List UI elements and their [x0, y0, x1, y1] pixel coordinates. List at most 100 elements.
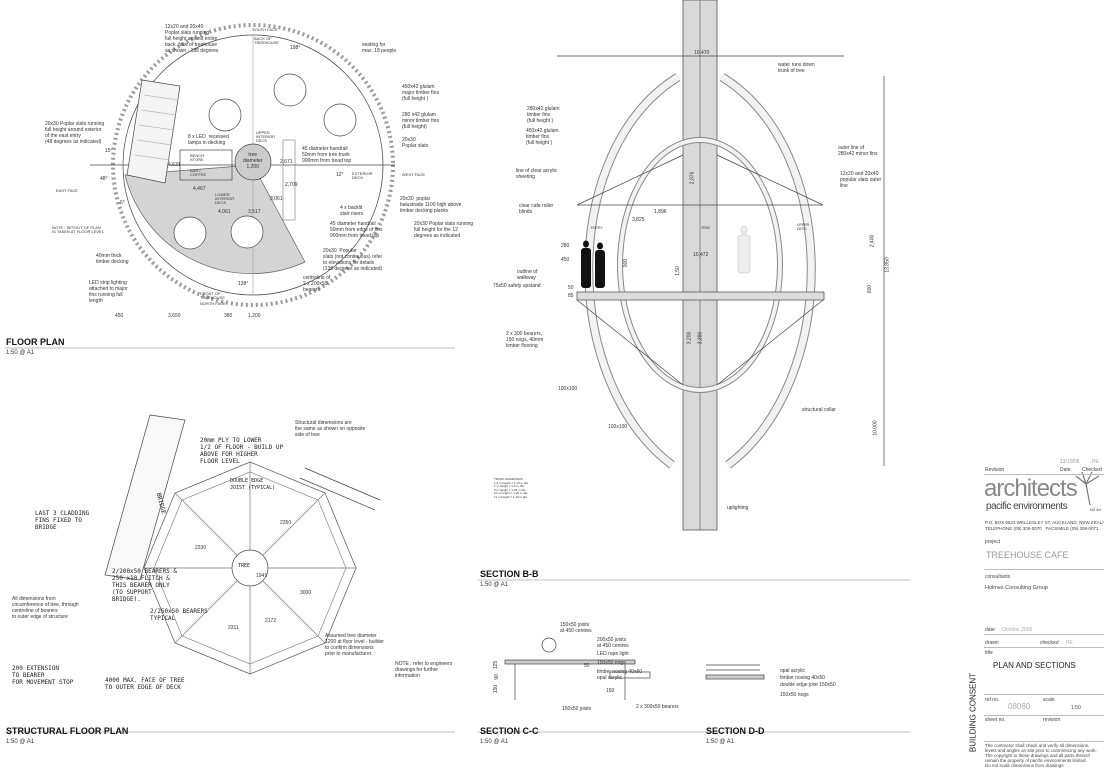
tree-label: TREE — [238, 563, 251, 569]
tag: LOWER INTERIOR DECK — [215, 192, 235, 205]
dimension: 2,671 — [280, 159, 293, 165]
note: 200x50 joists at 450 centres — [597, 637, 629, 649]
dimension: 1941 — [256, 573, 268, 579]
note: opal acrylic — [780, 668, 806, 674]
dimension: 50 — [568, 285, 574, 291]
structural-plan-drawing — [104, 414, 381, 675]
tag: EAST FACE — [56, 188, 78, 193]
tag: NOTE : SETOUT OF PLAN IS TAKEN AT FLOOR … — [52, 225, 104, 234]
tag: UPPER DECK — [797, 223, 810, 231]
tag: EXTERIOR DECK — [352, 171, 373, 180]
section-dd-drawing — [705, 664, 765, 680]
note: 100x100 — [608, 424, 628, 430]
tag: BENCH STORE — [190, 153, 205, 162]
dimension: 125 — [493, 660, 500, 670]
dimension: 3,650 — [168, 313, 181, 319]
note: outer line of 280x42 minor fins — [838, 145, 878, 157]
note: 8 x LED recessed lamps in decking — [188, 134, 229, 146]
note: seating for max. 18 people — [362, 42, 397, 54]
dimension: 2330 — [195, 545, 207, 551]
section-bb-drawing — [557, 0, 885, 531]
logo-text: architects — [984, 475, 1078, 502]
dimension: 10,000 — [872, 420, 879, 436]
angle-label: 12° — [336, 172, 344, 178]
project-name: TREEHOUSE CAFE — [986, 550, 1069, 560]
tag: NORTH FACE — [200, 301, 226, 306]
note: 450x42 glulam major timber fins (full he… — [402, 84, 439, 102]
note: Structural dimensions are the same as sh… — [295, 420, 366, 438]
tag: BAR / COFFEE — [190, 168, 207, 177]
checked-header: Checked — [1082, 467, 1102, 473]
dimension: 150 — [606, 688, 615, 694]
note: 2 x 300x50 bearers — [636, 704, 679, 710]
revision-checked: PE — [1092, 459, 1099, 465]
tree-label: tree diameter 1,200 — [243, 152, 263, 170]
address: P.O. BOX 6523 WELLESLEY ST, AUCKLAND, NE… — [985, 520, 1104, 531]
sheet-title: PLAN AND SECTIONS — [993, 661, 1076, 670]
dimension: 450 — [561, 257, 570, 263]
note: All dimensions from circumference of tre… — [12, 596, 79, 620]
section-cc-title: SECTION C-C — [480, 726, 539, 736]
angle-label: 15° — [105, 148, 113, 154]
note: 40mm thick timber decking — [96, 253, 129, 265]
note: 12x20 and 20x40 popular slats outer line — [840, 171, 882, 189]
dimension: 2,400 — [869, 234, 876, 248]
dimension: 4,631 — [168, 162, 181, 168]
ref-label: ref no. — [985, 697, 1000, 703]
tag: ENTRY — [591, 226, 603, 230]
building-consent-label: BUILDING CONSENT — [968, 672, 978, 753]
scale-label: scale — [1043, 697, 1055, 703]
dimension: 2350 — [280, 520, 292, 526]
dimension: 150 — [493, 684, 500, 694]
handwritten-note: LAST 3 CLADDING FINS FIXED TO BRIDGE — [35, 510, 90, 531]
note: 45 diameter handrail 50mm from tree trun… — [302, 146, 352, 164]
note: 45 diameter handrail 50mm from edge of f… — [330, 221, 383, 239]
note: 20x30 Poplar slats running full height f… — [414, 221, 474, 239]
consultants: Holmes Consulting Group — [985, 585, 1048, 591]
note: uplighting — [727, 505, 749, 511]
dimension: 1,50 — [674, 266, 681, 276]
floor-plan-title: FLOOR PLAN — [6, 337, 65, 347]
checked-value: PE — [1066, 640, 1073, 646]
section-dd-scale: 1:50 @ A1 — [706, 739, 735, 745]
section-bb-title: SECTION B-B — [480, 569, 539, 579]
note: line of clear acrylic sheeting — [516, 168, 558, 180]
handwritten-note: 2/250x50 BEARERS TYPICAL — [150, 608, 208, 622]
dimension: 50 — [584, 663, 590, 669]
handwritten-note: 2/200x50 BEARERS & 250 x10 FLITCH & THIS… — [112, 568, 178, 603]
dimension: 3,517 — [248, 209, 261, 215]
floor-plan-drawing — [90, 23, 395, 307]
note: 20x30 poplar balustrade 1100 high above … — [400, 196, 462, 214]
dimension: 2,709 — [285, 182, 298, 188]
note: 100x100 — [558, 386, 578, 392]
note: clear cafe roller blinds — [519, 203, 554, 215]
dimension: 3,200 — [686, 331, 693, 345]
note: double edge joist 150x50 — [780, 682, 836, 688]
handwritten-note: 20mm PLY TO LOWER 1/2 OF FLOOR - BUILD U… — [200, 437, 284, 465]
sheet-label: sheet no. — [985, 717, 1006, 723]
dimension: 450 — [115, 313, 124, 319]
date-label: date — [985, 627, 995, 633]
note: 75x50 safety upstand — [493, 283, 541, 289]
tag: WEST FACE — [402, 172, 426, 177]
section-cc-scale: 1:50 @ A1 — [480, 739, 509, 745]
dimension: 280 — [561, 243, 570, 249]
disclaimer: The contractor shall check and verify al… — [985, 743, 1097, 768]
drawn-label: drawn — [985, 640, 999, 646]
checked-label: checked — [1040, 640, 1059, 646]
people-silhouettes — [581, 240, 605, 288]
dimension: 90 — [493, 674, 500, 680]
note: 2 x 300 bearers, 150 nogs, 40mm timber f… — [506, 331, 544, 349]
dimension: 2172 — [265, 618, 277, 624]
angle-label: 198° — [290, 45, 301, 51]
dimension: 4,061 — [218, 209, 231, 215]
logo-subtext: pacific environments — [986, 501, 1068, 512]
section-dd-title: SECTION D-D — [706, 726, 765, 736]
tag: SOUTH FACE — [252, 27, 278, 32]
note: 150x50 joists — [562, 706, 592, 712]
section-bb-scale: 1:50 @ A1 — [480, 582, 509, 588]
note: 4 x backlit stair risers — [340, 205, 364, 217]
section-cc-drawing — [504, 637, 651, 700]
tag: TREE — [701, 226, 711, 230]
